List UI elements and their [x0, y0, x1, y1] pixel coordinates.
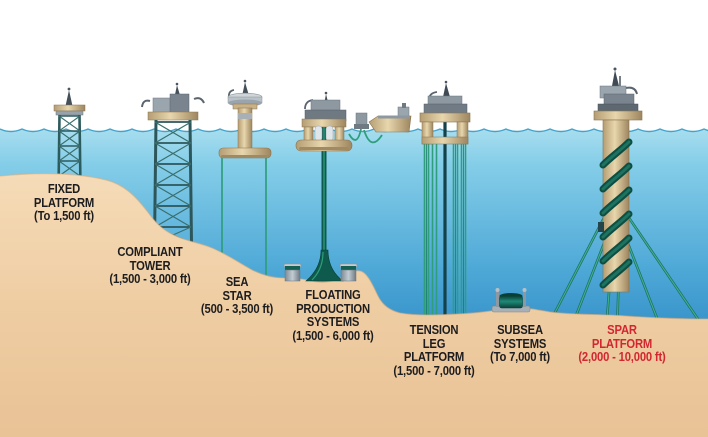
seafloor — [0, 173, 708, 437]
platform-depth-range: (To 7,000 ft) — [490, 350, 550, 364]
tension-leg-platform-label: TENSION LEG PLATFORM (1,500 - 7,000 ft) — [393, 323, 475, 378]
spar-platform-label: SPAR PLATFORM (2,000 - 10,000 ft) — [578, 323, 666, 365]
subsea-wellhead — [491, 288, 531, 313]
fixed-platform-label: FIXED PLATFORM (To 1,500 ft) — [33, 182, 95, 224]
platform-name-line: SYSTEMS — [493, 336, 547, 351]
platform-name-line: TENSION — [409, 323, 459, 337]
compliant-tower-structure — [141, 82, 205, 245]
subsea-systems-label: SUBSEA SYSTEMS (To 7,000 ft) — [490, 323, 550, 365]
compliant-tower-label: COMPLIANT TOWER (1,500 - 3,000 ft) — [109, 245, 191, 287]
platform-name-line: FLOATING — [305, 288, 361, 302]
shuttle-buoy — [354, 112, 369, 129]
platform-name-line: SPAR — [607, 323, 637, 337]
platform-name-line: PRODUCTION — [296, 301, 370, 316]
tension-leg-platform-structure — [419, 80, 471, 318]
platform-name-line: PLATFORM — [33, 195, 95, 210]
platform-depth-range: (To 1,500 ft) — [34, 209, 94, 223]
platform-name-line: TOWER — [129, 258, 171, 273]
platform-name-line: COMPLIANT — [117, 245, 183, 259]
spar-structure — [547, 67, 706, 333]
platform-name-line: PLATFORM — [403, 350, 465, 364]
sea-star-structure — [218, 79, 272, 297]
platform-depth-range: (2,000 - 10,000 ft) — [578, 350, 666, 364]
platform-name-line: STAR — [222, 288, 252, 303]
platform-depth-range: (1,500 - 3,000 ft) — [109, 272, 191, 286]
fixed-platform-structure — [53, 87, 86, 191]
platform-name-line: FIXED — [47, 182, 81, 196]
platform-depth-range: (1,500 - 7,000 ft) — [393, 363, 475, 378]
platform-name-line: PLATFORM — [591, 336, 653, 351]
fpso-ship — [368, 103, 412, 133]
fps-wellhead-left — [283, 263, 302, 282]
floating-production-structure — [295, 91, 383, 262]
platform-name-line: LEG — [422, 336, 446, 351]
platform-name-line: SUBSEA — [497, 323, 543, 337]
platform-name-line: SEA — [225, 275, 249, 289]
floating-production-systems-label: FLOATING PRODUCTION SYSTEMS (1,500 - 6,0… — [292, 288, 374, 343]
fps-wellhead-right — [339, 263, 358, 282]
platform-name-line: SYSTEMS — [306, 315, 360, 329]
sea-star-label: SEA STAR (500 - 3,500 ft) — [200, 275, 274, 317]
platform-depth-range: (500 - 3,500 ft) — [200, 302, 274, 316]
platform-depth-range: (1,500 - 6,000 ft) — [292, 328, 374, 343]
